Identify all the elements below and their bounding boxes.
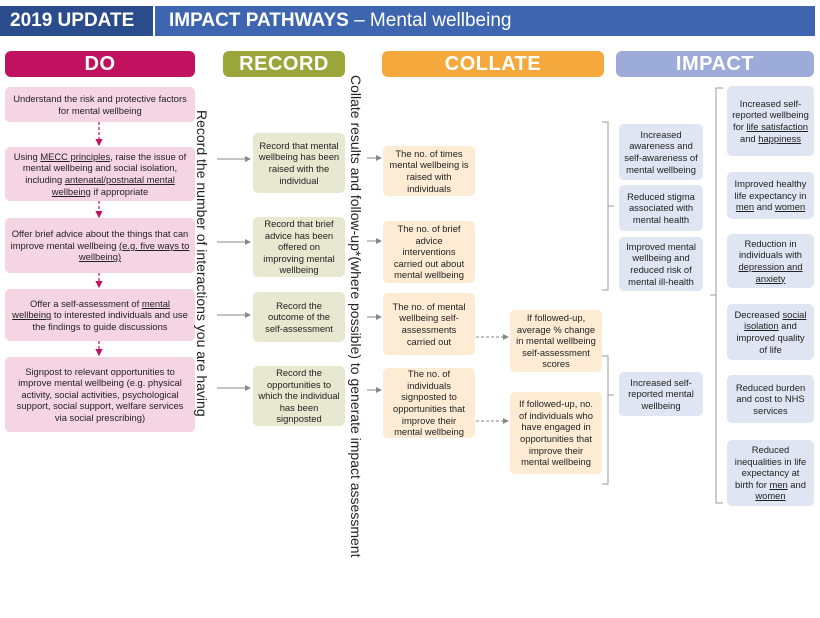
do-box-3-text: Offer brief advice about the things that… (10, 228, 190, 263)
followup-box-1-text: If followed-up, average % change in ment… (516, 312, 596, 370)
do-box-1-text: Understand the risk and protective facto… (13, 92, 187, 116)
record-box-1-text: Record that mental wellbeing has been ra… (258, 139, 340, 186)
followup-box-2-text: If followed-up, no. of individuals who h… (518, 398, 593, 468)
bracket-collate-bottom (602, 355, 614, 485)
header-record-label: RECORD (239, 52, 329, 75)
collate-box-3: The no. of mental wellbeing self-assessm… (383, 293, 475, 355)
impact-right-box-5-text: Reduced burden and cost to NHS services (735, 381, 806, 416)
record-box-2: Record that brief advice has been offere… (253, 217, 345, 277)
followup-box-2: If followed-up, no. of individuals who h… (510, 392, 602, 474)
collate-box-4: The no. of individuals signposted to opp… (383, 368, 475, 438)
title-banner: IMPACT PATHWAYS – Mental wellbeing (155, 6, 815, 36)
do-box-5-text: Signpost to relevant opportunities to im… (16, 365, 184, 423)
do-box-3: Offer brief advice about the things that… (5, 218, 195, 273)
title-bold: IMPACT PATHWAYS (169, 10, 349, 31)
impact-right-box-6: Reduced inequalities in life expectancy … (727, 440, 814, 506)
collate-vertical-label: Collate results and follow-up*(where pos… (348, 75, 364, 558)
header-impact-label: IMPACT (675, 52, 755, 75)
impact-mid-box-4-text: Increased self-reported mental wellbeing (628, 376, 694, 411)
impact-right-box-3: Reduction in individuals with depression… (727, 234, 814, 288)
impact-mid-box-4: Increased self-reported mental wellbeing (619, 372, 703, 416)
impact-mid-box-2-text: Reduced stigma associated with mental he… (627, 190, 695, 225)
impact-right-box-4-text: Decreased social isolation and improved … (734, 308, 807, 355)
header-collate: COLLATE (382, 51, 604, 77)
collate-box-4-text: The no. of individuals signposted to opp… (393, 368, 465, 438)
impact-right-box-3-text: Reduction in individuals with depression… (738, 237, 803, 284)
record-box-4: Record the opportunities to which the in… (253, 366, 345, 426)
record-vertical-label: Record the number of interactions you ar… (194, 110, 210, 417)
title-rest: – Mental wellbeing (348, 10, 512, 31)
impact-right-box-1: Increased self-reported wellbeing for li… (727, 86, 814, 156)
header-do-label: DO (84, 52, 116, 75)
record-box-4-text: Record the opportunities to which the in… (258, 367, 340, 425)
impact-right-box-4: Decreased social isolation and improved … (727, 304, 814, 360)
record-box-1: Record that mental wellbeing has been ra… (253, 133, 345, 193)
impact-right-box-6-text: Reduced inequalities in life expectancy … (734, 444, 807, 502)
collate-box-3-text: The no. of mental wellbeing self-assessm… (392, 300, 466, 347)
year-label: 2019 UPDATE (10, 10, 135, 31)
header-do: DO (5, 51, 195, 77)
impact-right-box-1-text: Increased self-reported wellbeing for li… (732, 97, 809, 144)
impact-right-box-2: Improved healthy life expectancy in men … (727, 172, 814, 219)
header-impact: IMPACT (616, 51, 814, 77)
do-box-1: Understand the risk and protective facto… (5, 87, 195, 122)
year-banner: 2019 UPDATE (0, 6, 153, 36)
record-box-3: Record the outcome of the self-assessmen… (253, 292, 345, 342)
impact-right-box-5: Reduced burden and cost to NHS services (727, 375, 814, 423)
followup-box-1: If followed-up, average % change in ment… (510, 310, 602, 372)
do-box-4: Offer a self-assessment of mental wellbe… (5, 289, 195, 341)
do-box-5: Signpost to relevant opportunities to im… (5, 357, 195, 432)
impact-mid-box-3-text: Improved mental wellbeing and reduced ri… (626, 240, 696, 287)
header-record: RECORD (223, 51, 345, 77)
impact-mid-box-1: Increased awareness and self-awareness o… (619, 124, 703, 180)
collate-box-2: The no. of brief advice interventions ca… (383, 221, 475, 283)
record-box-2-text: Record that brief advice has been offere… (263, 218, 335, 276)
impact-mid-box-2: Reduced stigma associated with mental he… (619, 185, 703, 231)
record-box-3-text: Record the outcome of the self-assessmen… (265, 299, 333, 334)
bracket-collate-top (602, 121, 614, 291)
do-box-4-text: Offer a self-assessment of mental wellbe… (12, 297, 188, 332)
do-box-2: Using MECC principles, raise the issue o… (5, 147, 195, 201)
collate-box-1-text: The no. of times mental wellbeing is rai… (389, 147, 469, 194)
collate-box-2-text: The no. of brief advice interventions ca… (393, 223, 465, 281)
impact-mid-box-1-text: Increased awareness and self-awareness o… (624, 128, 698, 175)
impact-right-box-2-text: Improved healthy life expectancy in men … (734, 178, 807, 213)
do-box-2-text: Using MECC principles, raise the issue o… (13, 150, 187, 197)
header-collate-label: COLLATE (444, 52, 542, 75)
collate-box-1: The no. of times mental wellbeing is rai… (383, 146, 475, 196)
bracket-impact (710, 87, 723, 504)
impact-mid-box-3: Improved mental wellbeing and reduced ri… (619, 237, 703, 291)
